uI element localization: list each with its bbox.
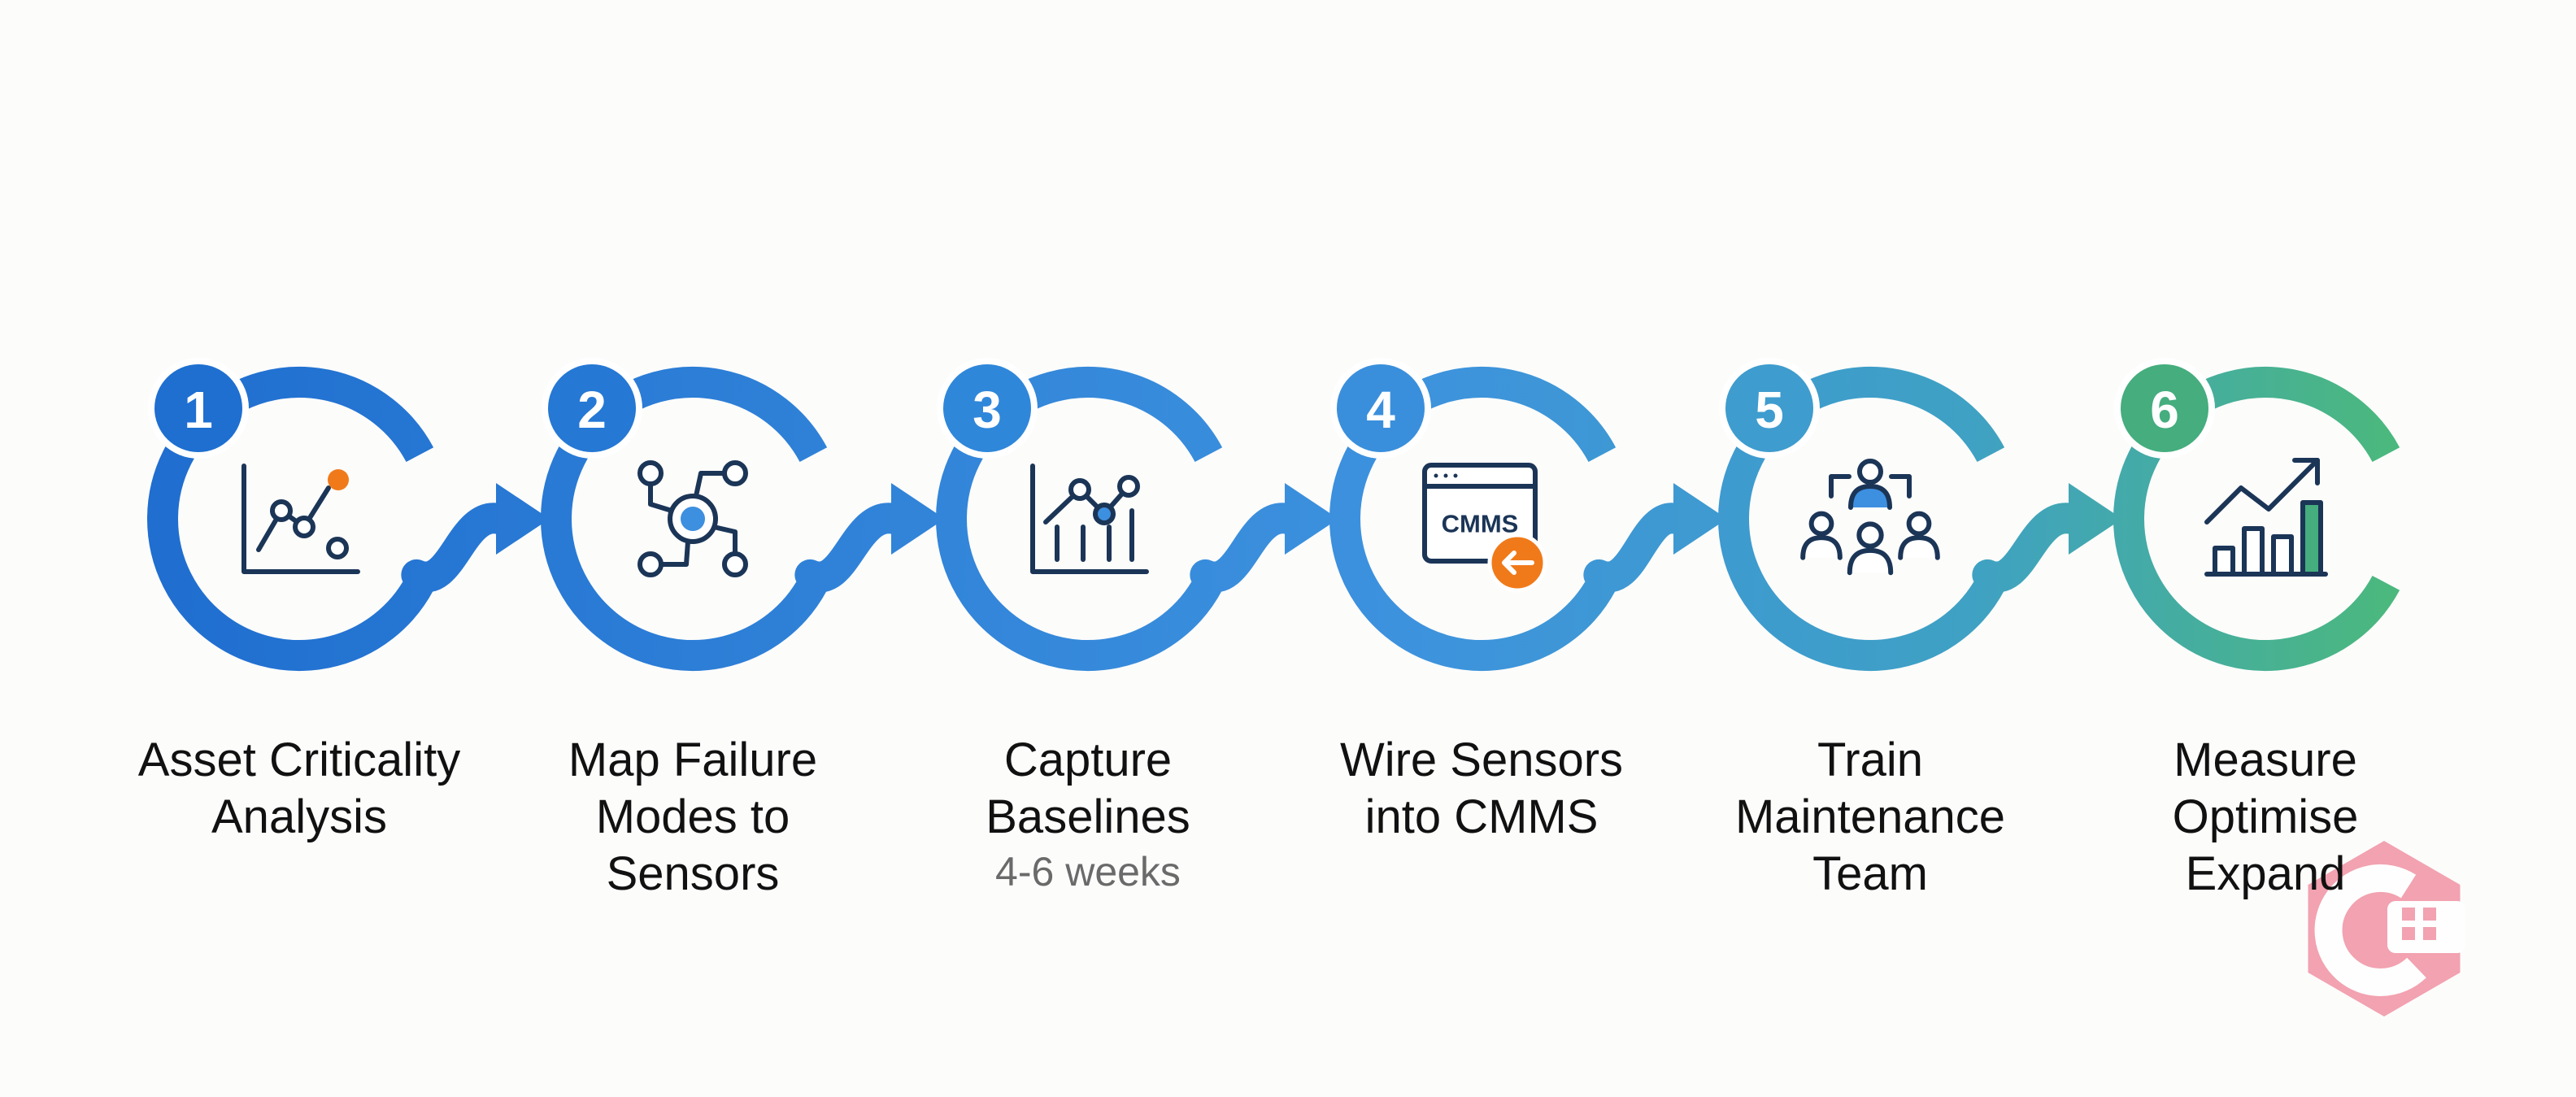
- step-title-line: Map Failure: [568, 734, 818, 786]
- connector-curve-4: [1583, 503, 1692, 593]
- team-icon: [1800, 459, 1940, 576]
- step-number: 4: [1366, 381, 1395, 439]
- cmms-label: CMMS: [1442, 510, 1519, 538]
- step-title-line: Asset Criticality: [137, 734, 461, 786]
- step-ring-2: [541, 367, 828, 671]
- connector-curve-5: [1972, 503, 2087, 593]
- step-title-line: Maintenance: [1734, 790, 2006, 843]
- arrow-head-icon: [891, 483, 945, 555]
- cmms-window-icon: CMMS: [1422, 463, 1547, 593]
- icon-layer: CMMS: [242, 458, 2328, 593]
- step-title-line: Train: [1817, 734, 1923, 786]
- center-node: [681, 507, 705, 531]
- step-title-line: Team: [1812, 847, 1928, 900]
- watermark-square: [2402, 927, 2415, 940]
- step-ring-5: [1718, 367, 2005, 671]
- step-ring-3: [936, 367, 1223, 671]
- step-title-line: into CMMS: [1364, 790, 1599, 843]
- failure-network-icon: [637, 460, 748, 577]
- arrow-head-icon: [2069, 483, 2122, 555]
- connector-curve-2: [794, 503, 910, 593]
- step-title-line: Modes to: [595, 790, 790, 843]
- step-title-line: Capture: [1003, 734, 1173, 786]
- arrow-head-icon: [1285, 483, 1338, 555]
- watermark-square: [2402, 908, 2415, 921]
- arrow-head-icon: [496, 483, 550, 555]
- step-badge-4: [1337, 364, 1425, 452]
- arrow-head-icon: [1673, 483, 1727, 555]
- step-number: 1: [184, 381, 213, 439]
- step-ring-1: [147, 367, 434, 671]
- step-number: 3: [973, 381, 1002, 439]
- step-badge-6: [2121, 364, 2208, 452]
- step-badge-2: [548, 364, 636, 452]
- scatter-trend-icon: [242, 464, 360, 574]
- watermark-logo: [2308, 841, 2465, 1016]
- step-title-line: Optimise: [2172, 790, 2359, 843]
- step-number: 2: [577, 381, 607, 439]
- step-duration-note: 4-6 weeks: [995, 849, 1181, 895]
- badge-layer: 1 2 3 4 5 6: [148, 358, 2215, 459]
- step-badge-5: [1725, 364, 1813, 452]
- step-title-line: Sensors: [606, 847, 780, 900]
- step-number: 6: [2150, 381, 2179, 439]
- step-ring-6: [2113, 367, 2400, 671]
- step-title-line: Analysis: [211, 790, 387, 843]
- watermark-arc: [2314, 864, 2426, 996]
- growth-chart-icon: [2204, 458, 2328, 577]
- baseline-chart-icon: [1030, 464, 1149, 574]
- step-title-line: Expand: [2185, 847, 2346, 900]
- step-badge-3: [943, 364, 1031, 452]
- connector-layer: [401, 483, 2122, 593]
- highlight-dot: [328, 469, 349, 490]
- ring-layer: [147, 367, 2400, 671]
- step-ring-4: [1329, 367, 1617, 671]
- connector-curve-1: [401, 503, 515, 593]
- connector-curve-3: [1190, 503, 1303, 593]
- step-number: 5: [1755, 381, 1784, 439]
- watermark-square: [2423, 908, 2436, 921]
- step-badge-1: [154, 364, 242, 452]
- watermark-square: [2423, 927, 2436, 940]
- step-title-line: Wire Sensors: [1339, 734, 1624, 786]
- step-title-line: Baselines: [986, 790, 1190, 843]
- step-title-line: Measure: [2174, 734, 2357, 786]
